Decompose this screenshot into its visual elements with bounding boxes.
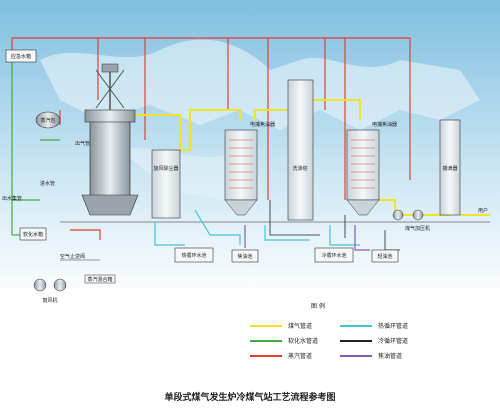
booster-label: 煤气加压机 bbox=[405, 225, 430, 232]
legend-label-steam: 蒸汽管道 bbox=[288, 352, 312, 360]
softened-tank bbox=[19, 227, 47, 241]
washing-tower-label: 洗涤塔 bbox=[292, 165, 307, 172]
air-saturator-label: 空气止逆阀 bbox=[60, 253, 85, 260]
gas-boosters bbox=[392, 209, 424, 221]
tar-pool-1-label: 焦油池 bbox=[237, 253, 252, 260]
steam-mixer bbox=[84, 274, 116, 284]
dryer-label: 捕滴器 bbox=[442, 165, 457, 172]
blower-label: 鼓风机 bbox=[42, 297, 57, 304]
blowers bbox=[33, 278, 67, 292]
legend-label-gas: 煤气管道 bbox=[288, 322, 312, 330]
emergency-tank-label: 应急水箱 bbox=[11, 53, 31, 60]
water-inlet-label: 进水管 bbox=[40, 180, 55, 187]
legend-label-tar: 焦油管道 bbox=[378, 352, 402, 360]
cold-pool-label: 冷循环水池 bbox=[321, 252, 346, 259]
gasifier bbox=[81, 63, 139, 216]
tar-pool-1 bbox=[231, 249, 259, 263]
steam-pipe-label: 出气管 bbox=[75, 140, 90, 147]
electrostatic-precipitator-2 bbox=[346, 129, 380, 216]
user-label: 用户 bbox=[478, 207, 488, 214]
dryer bbox=[439, 119, 461, 216]
electrostatic-precipitator-1 bbox=[224, 129, 258, 216]
legend-label-hot-loop: 热循环管道 bbox=[378, 322, 408, 330]
legend-heading: 图 例 bbox=[311, 302, 325, 310]
water-outlet-label: 出水集管 bbox=[2, 195, 22, 202]
emergency-tank bbox=[5, 49, 37, 63]
ep2-label: 电捕焦油器 bbox=[372, 121, 397, 128]
washing-tower bbox=[287, 79, 314, 221]
hot-pool-label: 热循环水池 bbox=[181, 252, 206, 259]
cyclone-label: 旋风除尘器 bbox=[153, 165, 178, 172]
tar-pool-2-label: 轻油池 bbox=[377, 253, 392, 260]
hot-loop-pipes bbox=[154, 209, 360, 246]
legend-label-cold-loop: 冷循环管道 bbox=[378, 337, 408, 345]
cyclone bbox=[151, 149, 181, 219]
tar-pipes bbox=[244, 225, 370, 251]
steam-drum bbox=[35, 111, 61, 129]
ep1-label: 电捕焦油器 bbox=[250, 121, 275, 128]
cold-pool bbox=[314, 247, 354, 263]
legend-label-soft-water: 软化水管道 bbox=[288, 337, 318, 345]
diagram-title: 单段式煤气发生炉冷煤气站工艺流程参考图 bbox=[164, 391, 335, 403]
steam-drum-label: 蒸汽包 bbox=[40, 117, 55, 124]
steam-pipes bbox=[11, 37, 411, 240]
map-shape bbox=[40, 39, 480, 130]
hot-pool bbox=[174, 247, 214, 263]
steam-mixer-label: 蒸汽混合箱 bbox=[87, 276, 112, 283]
legend: 图 例 煤气管道 软化水管道 蒸汽管道 热循环管道 冷循环管道 焦油管道 bbox=[250, 302, 408, 360]
tar-pool-2 bbox=[371, 249, 399, 263]
softened-tank-label: 软化水箱 bbox=[23, 231, 43, 238]
